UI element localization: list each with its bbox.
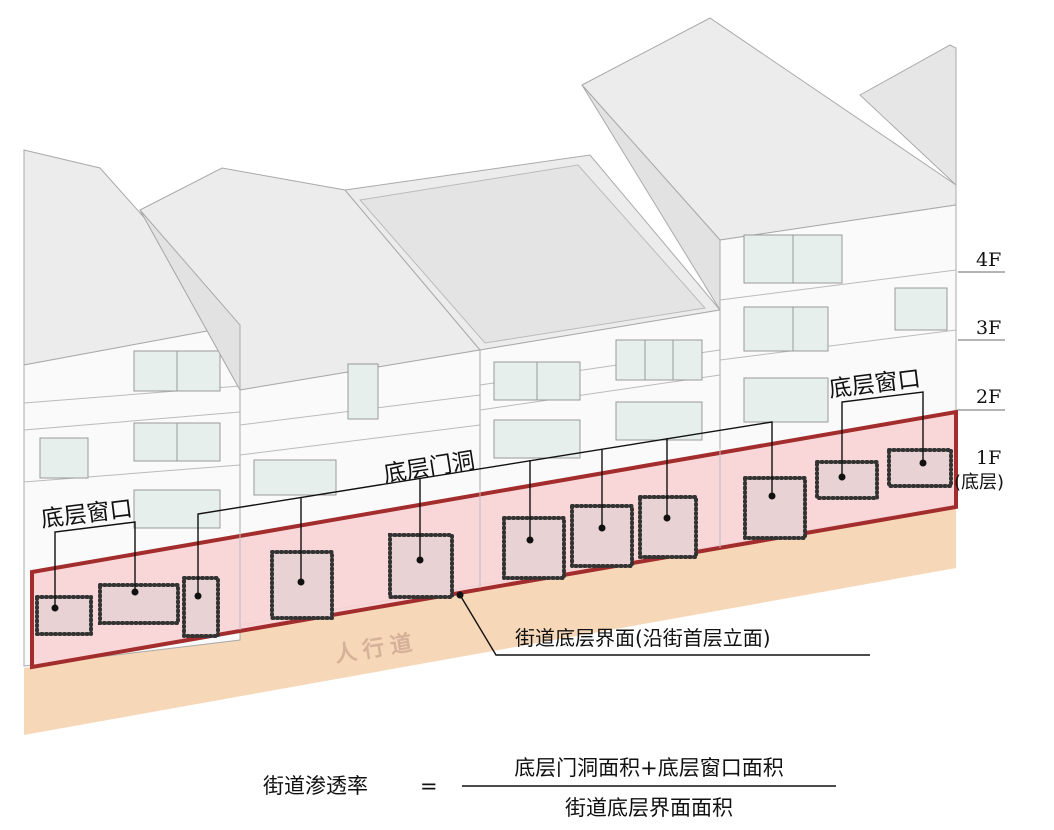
callout-facade	[459, 594, 870, 656]
callout-right-windows	[841, 391, 924, 477]
ground-window	[815, 460, 879, 500]
ground-door	[743, 476, 807, 540]
ground-window	[887, 448, 953, 488]
floor-sublabel-1f: (底层)	[954, 472, 1004, 493]
label-facade: 街道底层界面(沿街首层立面)	[515, 626, 771, 650]
ground-floor-band	[30, 409, 958, 670]
formula-numerator: 底层门洞面积+底层窗口面积	[514, 756, 784, 780]
ground-window	[35, 595, 93, 636]
upper-window	[133, 489, 221, 529]
floor-label-2f: 2F	[976, 386, 1001, 408]
ground-window	[98, 583, 180, 625]
ground-door	[388, 533, 454, 599]
callout-doors	[197, 421, 773, 596]
upper-window	[347, 363, 379, 420]
formula-lhs: 街道渗透率	[263, 774, 368, 798]
floor-label-4f: 4F	[976, 249, 1001, 271]
callout-left-windows	[54, 521, 136, 608]
upper-window	[615, 339, 703, 381]
permeability-formula: 街道渗透率 = 底层门洞面积+底层窗口面积 街道底层界面面积	[263, 756, 836, 820]
ground-door	[638, 495, 698, 559]
upper-window	[493, 419, 581, 459]
upper-window	[253, 459, 337, 496]
floor-label-1f: 1F	[976, 447, 1001, 469]
upper-window	[615, 401, 703, 441]
sidewalk-band	[24, 505, 956, 735]
upper-window	[39, 437, 89, 479]
upper-window	[743, 377, 829, 423]
ground-door	[182, 576, 220, 638]
upper-window	[743, 306, 829, 352]
ground-door	[502, 516, 566, 580]
floor-label-3f: 3F	[976, 317, 1001, 339]
upper-window	[894, 287, 948, 331]
formula-denominator: 街道底层界面面积	[565, 796, 733, 820]
formula-equals: =	[420, 774, 438, 798]
